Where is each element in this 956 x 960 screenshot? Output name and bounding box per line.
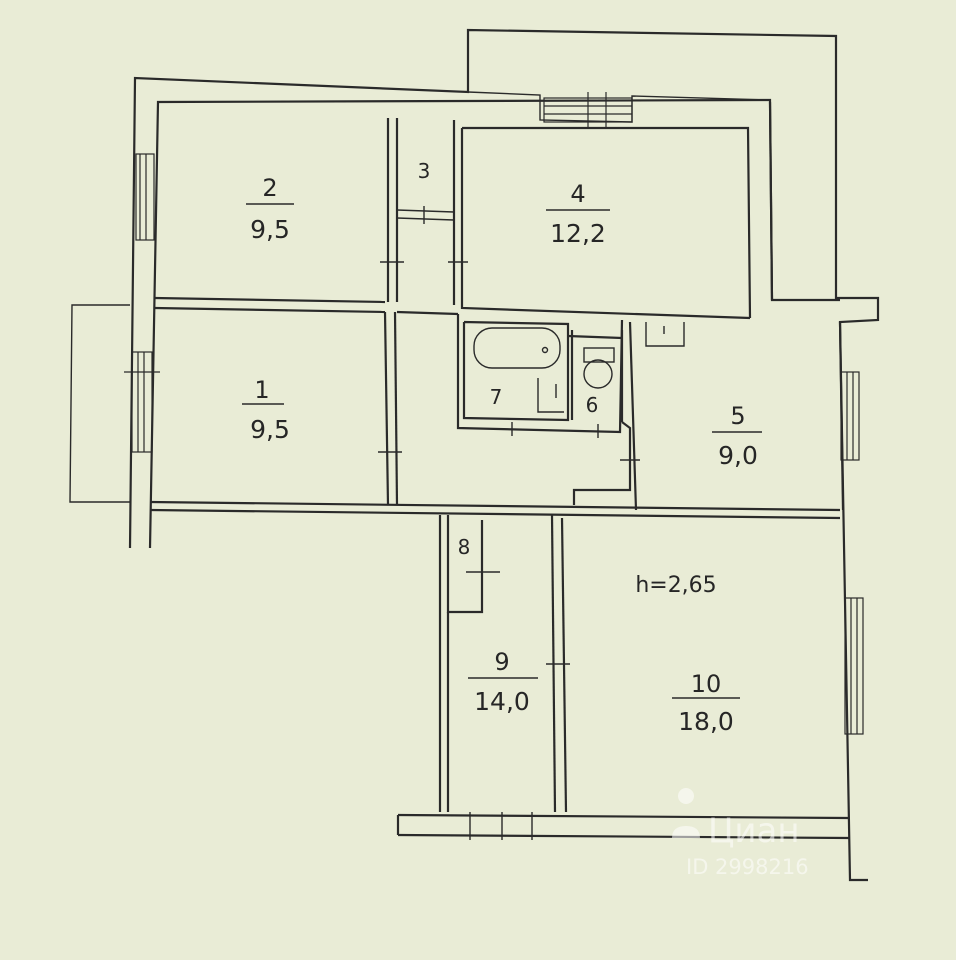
room-5-number: 5 [730,402,745,430]
room-1-number: 1 [254,376,269,404]
ceiling-height-label: h=2,65 [635,573,716,598]
watermark-brand: Циан [708,811,800,851]
room-9-area: 14,0 [474,687,530,716]
room-8-label: 8 [458,535,471,559]
window-left-room-2 [135,153,155,241]
room-9-number: 9 [494,648,509,676]
room-6-label: 6 [586,393,599,417]
room-9-label: 9 14,0 [468,648,538,716]
room-6-number: 6 [586,393,599,417]
window-left-room-1 [124,351,160,453]
inner-walls [149,118,845,813]
room-3-number: 3 [418,159,431,183]
room-10-number: 10 [691,670,722,698]
windows [124,92,864,735]
window-right-room-10 [844,597,864,735]
watermark-id: ID 2998216 [686,855,809,879]
room-2-label: 2 9,5 [246,174,294,244]
room-10-area: 18,0 [678,707,734,736]
window-top-room-4 [543,92,633,128]
room-7-label: 7 [490,385,503,409]
room-1-area: 9,5 [250,415,290,444]
door-marks [378,206,640,840]
room-3-label: 3 [418,159,431,183]
room-2-number: 2 [262,174,277,202]
watermark: Циан ID 2998216 [672,788,809,879]
room-5-label: 5 9,0 [712,402,762,470]
room-8-number: 8 [458,535,471,559]
room-4-label: 4 12,2 [546,180,610,248]
room-1-label: 1 9,5 [242,376,290,444]
room-4-number: 4 [570,180,585,208]
location-pin-icon [672,788,700,838]
room-7-number: 7 [490,385,503,409]
room-5-area: 9,0 [718,441,758,470]
room-10-label: 10 18,0 [672,670,740,736]
room-2-area: 9,5 [250,215,290,244]
room-4-area: 12,2 [550,219,606,248]
window-right-room-5 [840,371,860,461]
